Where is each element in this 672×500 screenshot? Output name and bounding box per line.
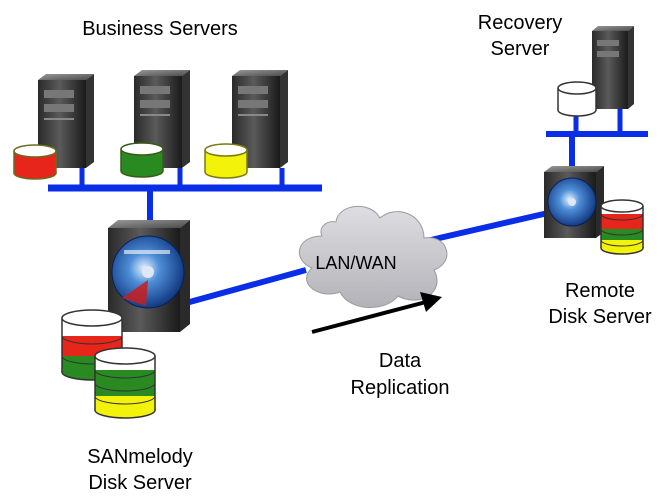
disk-icon [120, 142, 164, 178]
network-lines [48, 108, 648, 306]
data-replication-label-line1: Data [378, 350, 422, 372]
remote-disk-server [544, 166, 604, 238]
recovery-disk [557, 81, 597, 117]
data-replication-label-line2: Replication [350, 377, 450, 399]
remote-disk-server-label-line2: Disk Server [548, 306, 652, 328]
recovery-server-label-line2: Server [490, 38, 550, 60]
recovery-server-label-line1: Recovery [477, 12, 563, 34]
sanmelody-disk-server [108, 220, 190, 332]
disk-server-icon [544, 166, 604, 238]
disk-icon [600, 199, 644, 255]
business-disk-yellow [204, 143, 248, 179]
data-replication-arrow [311, 292, 442, 334]
lan-wan-label: LAN/WAN [315, 253, 397, 273]
server-tower-icon [232, 70, 288, 168]
lan-wan-cloud [298, 205, 448, 309]
disk-icon [94, 347, 156, 419]
disk-server-icon [108, 220, 190, 332]
business-server-3 [232, 70, 288, 168]
business-disk-green [120, 142, 164, 178]
remote-disk-server-label-line1: Remote [564, 280, 636, 302]
cloud-to-remote-link [421, 210, 549, 245]
cloud-icon [298, 205, 448, 309]
sanmelody-disk-server-label-line1: SANmelody [87, 446, 193, 468]
sanmelody-disk-server-label-line2: Disk Server [88, 472, 192, 494]
remote-disk-stack [600, 199, 644, 255]
recovery-server [592, 26, 634, 109]
sanmelody-disk-stack-front [94, 347, 156, 419]
business-servers-label: Business Servers [82, 18, 238, 40]
arrow-icon [311, 292, 442, 334]
server-tower-icon [592, 26, 634, 109]
disk-icon [557, 81, 597, 117]
san-to-cloud-link [185, 267, 307, 306]
disk-icon [204, 143, 248, 179]
disk-icon [13, 144, 57, 180]
business-disk-red [13, 144, 57, 180]
